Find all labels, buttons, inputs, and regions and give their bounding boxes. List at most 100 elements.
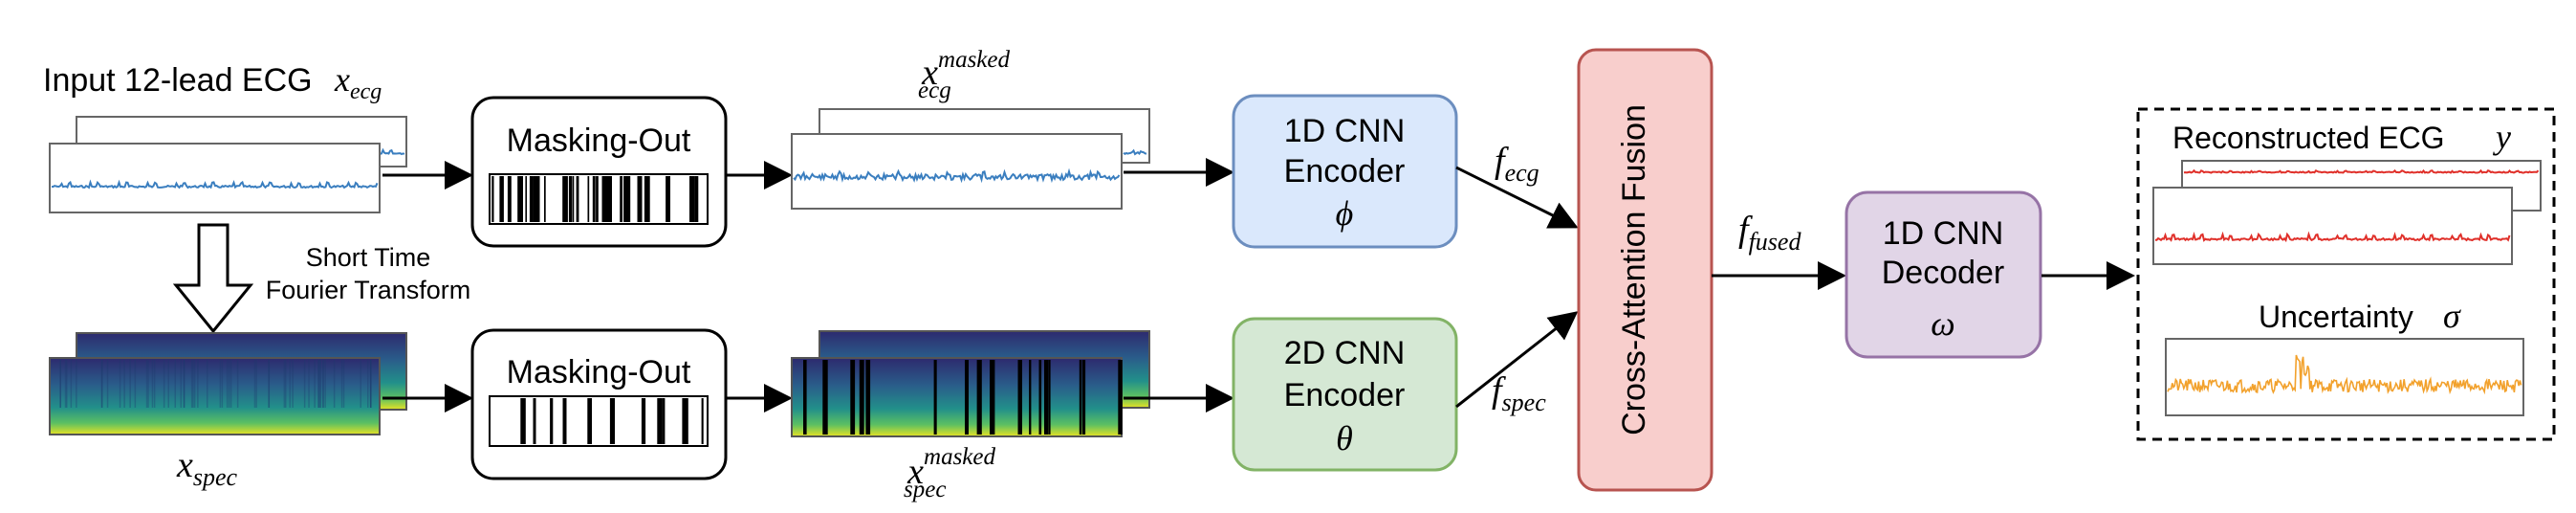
decoder-param: ω [1931, 304, 1954, 343]
spec-streak [268, 360, 270, 408]
mask-bar [666, 176, 670, 222]
spec-streak [219, 360, 222, 408]
spec-streak [317, 360, 319, 408]
spec-streak [321, 360, 324, 408]
mask-bar [620, 176, 622, 222]
f-ecg-label: fecg [1495, 141, 1539, 187]
spec-streak [66, 360, 68, 408]
spec-streak [192, 360, 194, 408]
uncertainty-math: σ [2443, 297, 2461, 335]
mask-bar [587, 176, 590, 222]
mask-bar [596, 176, 599, 222]
mask-bar [822, 360, 828, 435]
f-fused-label: ffused [1738, 210, 1801, 256]
spec-streak [153, 360, 156, 408]
masked-ecg-plot [791, 108, 1150, 210]
spec-streak [190, 360, 193, 408]
encoder-1d-param: ϕ [1336, 194, 1354, 233]
mask-bar [544, 176, 546, 222]
mask-bar [572, 176, 575, 222]
spec-streak [145, 360, 148, 408]
input-ecg-label: Input 12-lead ECG [43, 62, 313, 99]
mask-bar [576, 176, 579, 222]
mask-bar [607, 176, 612, 222]
uncertainty-plot [2165, 338, 2524, 416]
mask-bar [689, 176, 695, 222]
mask-bar [522, 398, 526, 444]
spec-streak [324, 360, 326, 408]
mask-bar [535, 176, 540, 222]
spec-streak [268, 360, 271, 408]
arrow-f-spec [1455, 311, 1579, 409]
spec-streak [123, 360, 125, 408]
spec-streak [308, 360, 310, 408]
encoder-2d-line2: Encoder [1284, 377, 1406, 413]
spec-streak [255, 360, 257, 408]
masking-top-label: Masking-Out [507, 123, 691, 159]
encoder-2d-line1: 2D CNN [1284, 335, 1406, 371]
spec-streak [174, 360, 176, 408]
mask-bar [859, 360, 864, 435]
mask-bar [1118, 360, 1123, 435]
mask-bar [609, 398, 615, 444]
masking-out-top: Masking-Out [470, 96, 728, 248]
spec-streak [340, 360, 343, 408]
spec-streak [226, 360, 229, 408]
cross-attention-fusion-box: Cross-Attention Fusion [1577, 48, 1714, 492]
spec-streak [76, 360, 77, 408]
mask-bar [564, 176, 568, 222]
mask-bar [976, 360, 981, 435]
spec-streak [370, 360, 372, 408]
mask-bar [1017, 360, 1022, 435]
output-panel: Reconstructed ECG y Uncertainty σ [2136, 107, 2556, 441]
spec-streak [180, 360, 182, 408]
spec-streak [163, 360, 165, 408]
stft-label-line1: Short Time [306, 243, 431, 272]
mask-bar [568, 176, 572, 222]
spec-streak [228, 360, 230, 408]
spec-streak [147, 360, 149, 408]
encoder-2d-param: θ [1336, 419, 1353, 457]
spec-streak [370, 360, 372, 408]
mask-bar [562, 176, 566, 222]
spec-streak [319, 360, 321, 408]
masking-bottom-label: Masking-Out [507, 354, 691, 390]
mask-bar [850, 360, 856, 435]
spec-streak [129, 360, 131, 408]
stft-arrow [172, 223, 254, 334]
mask-bar [803, 360, 807, 435]
decoder-line1: 1D CNN [1883, 215, 2004, 252]
mask-bar [562, 398, 567, 444]
mask-bar [507, 176, 512, 222]
mask-bar [587, 398, 592, 444]
mask-bar [1029, 360, 1032, 435]
spec-streak [229, 360, 232, 408]
spec-streak [183, 360, 186, 408]
spec-streak [59, 360, 61, 408]
mask-bar [601, 176, 605, 222]
spec-streak [283, 360, 286, 408]
spec-streak [221, 360, 224, 408]
mask-bar [644, 176, 648, 222]
mask-bar [529, 176, 534, 222]
mask-bar [1081, 360, 1086, 435]
mask-bar [933, 360, 937, 435]
mask-bar [491, 176, 494, 222]
mask-bar [1038, 360, 1042, 435]
mask-bar [865, 360, 871, 435]
spec-streak [106, 360, 109, 408]
spec-streak [151, 360, 154, 408]
spec-streak [303, 360, 306, 408]
fusion-label: Cross-Attention Fusion [1616, 104, 1652, 435]
spec-streak [333, 360, 336, 408]
decoder-box: 1D CNN Decoder ω [1845, 190, 2042, 359]
spec-streak [236, 360, 239, 408]
arrow-f-ecg [1455, 166, 1579, 229]
spec-streak [167, 360, 169, 408]
mask-bar [533, 398, 536, 444]
mask-bar [645, 176, 650, 222]
reconstructed-ecg-plot [2152, 160, 2542, 265]
mask-bar [499, 176, 504, 222]
uncertainty-label: Uncertainty [2259, 300, 2413, 334]
